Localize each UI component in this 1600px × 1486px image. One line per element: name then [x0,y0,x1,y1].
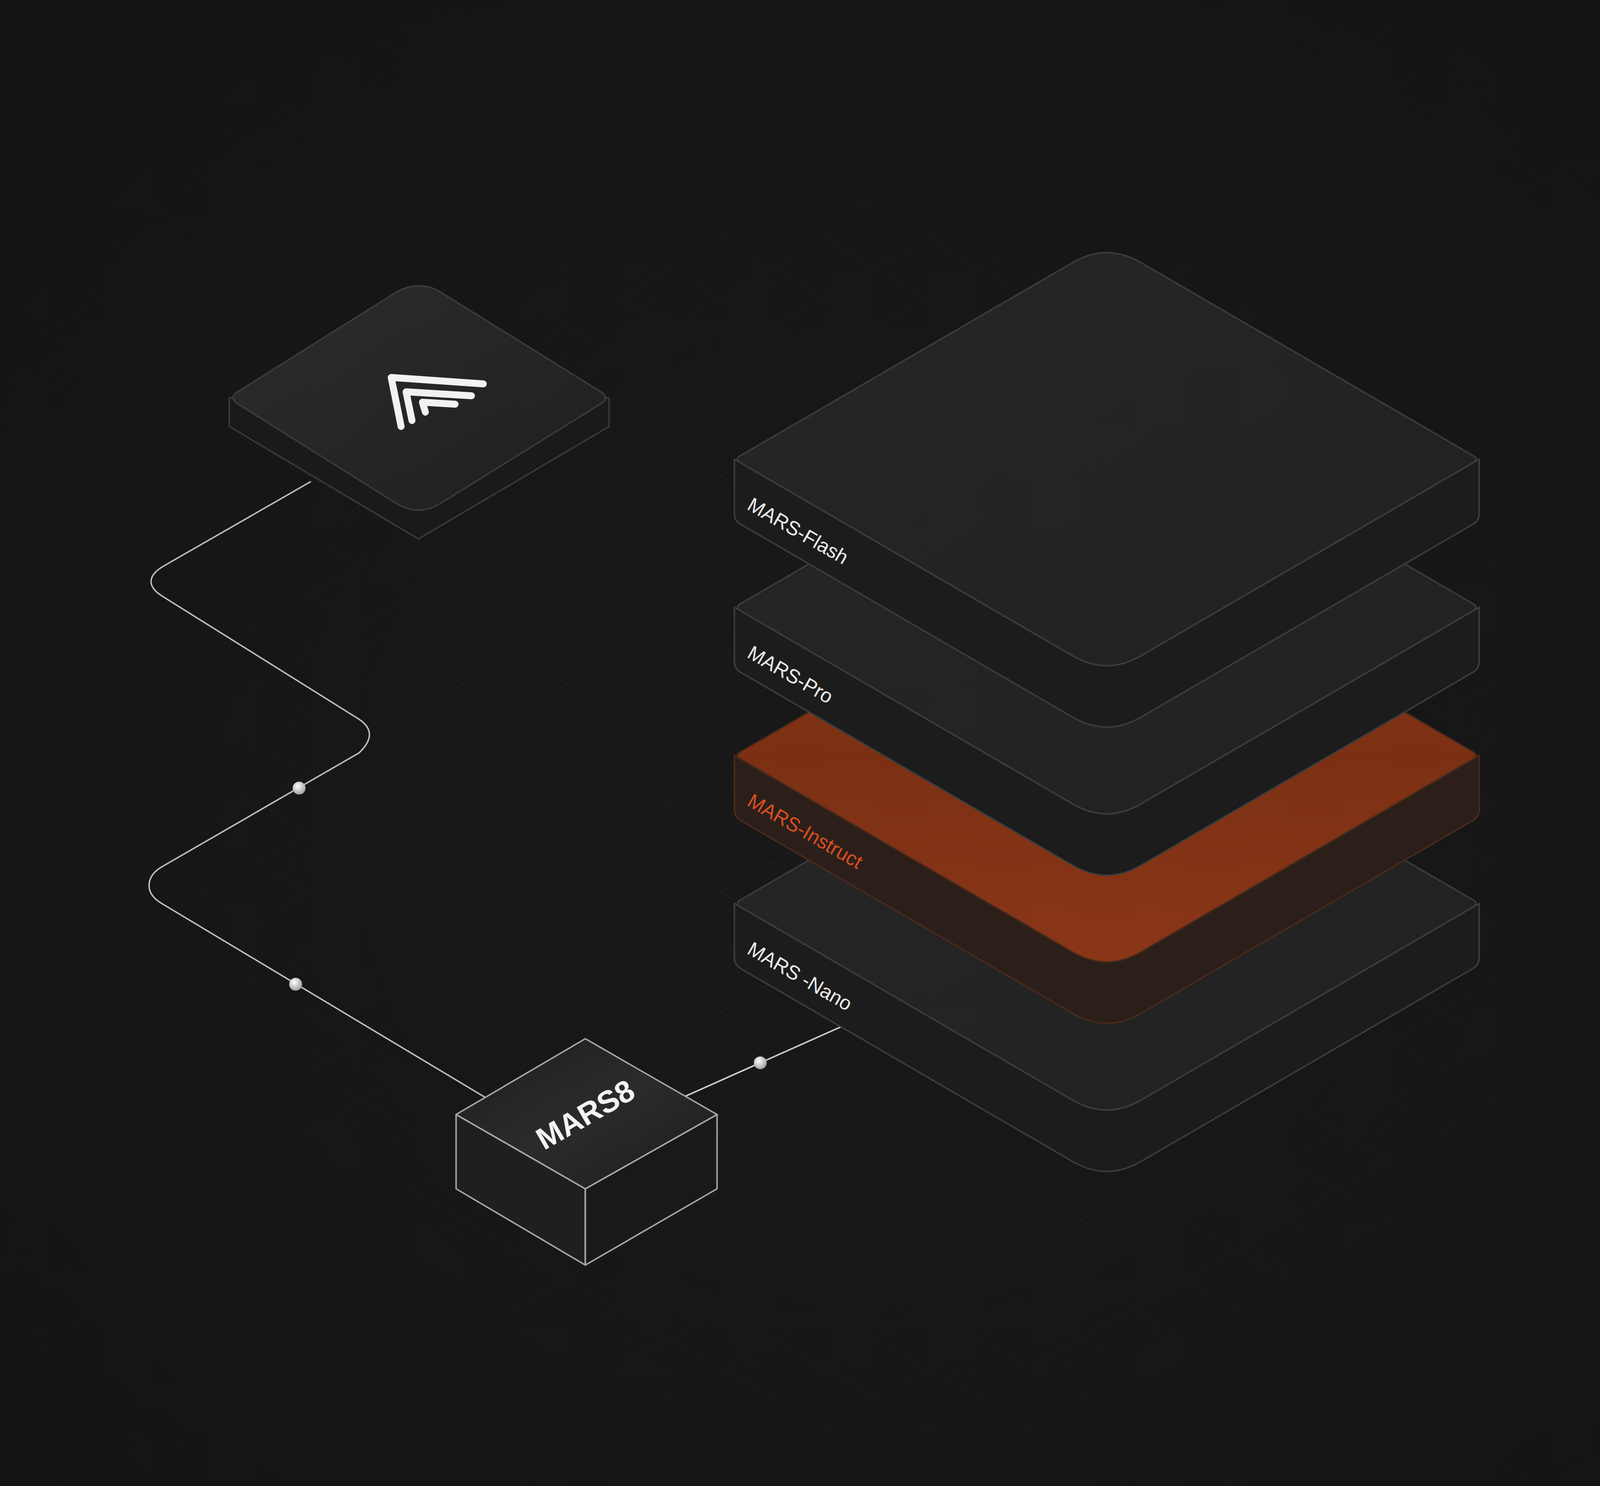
model-layer: MARS-Flash [734,242,1480,737]
cube-top [456,1038,718,1189]
connector-line [685,1026,842,1096]
slab-shape [734,242,1480,737]
wire-dot [292,781,306,795]
connector-dot [753,1056,767,1070]
wire-dot [289,977,303,991]
logo-tile [229,285,610,539]
slab-top [737,696,1477,1110]
wire [149,481,485,1097]
model-box: MARS8 [456,1038,718,1265]
cube-shape [456,1038,718,1265]
connector [685,1026,842,1096]
logo-icon [391,377,484,427]
